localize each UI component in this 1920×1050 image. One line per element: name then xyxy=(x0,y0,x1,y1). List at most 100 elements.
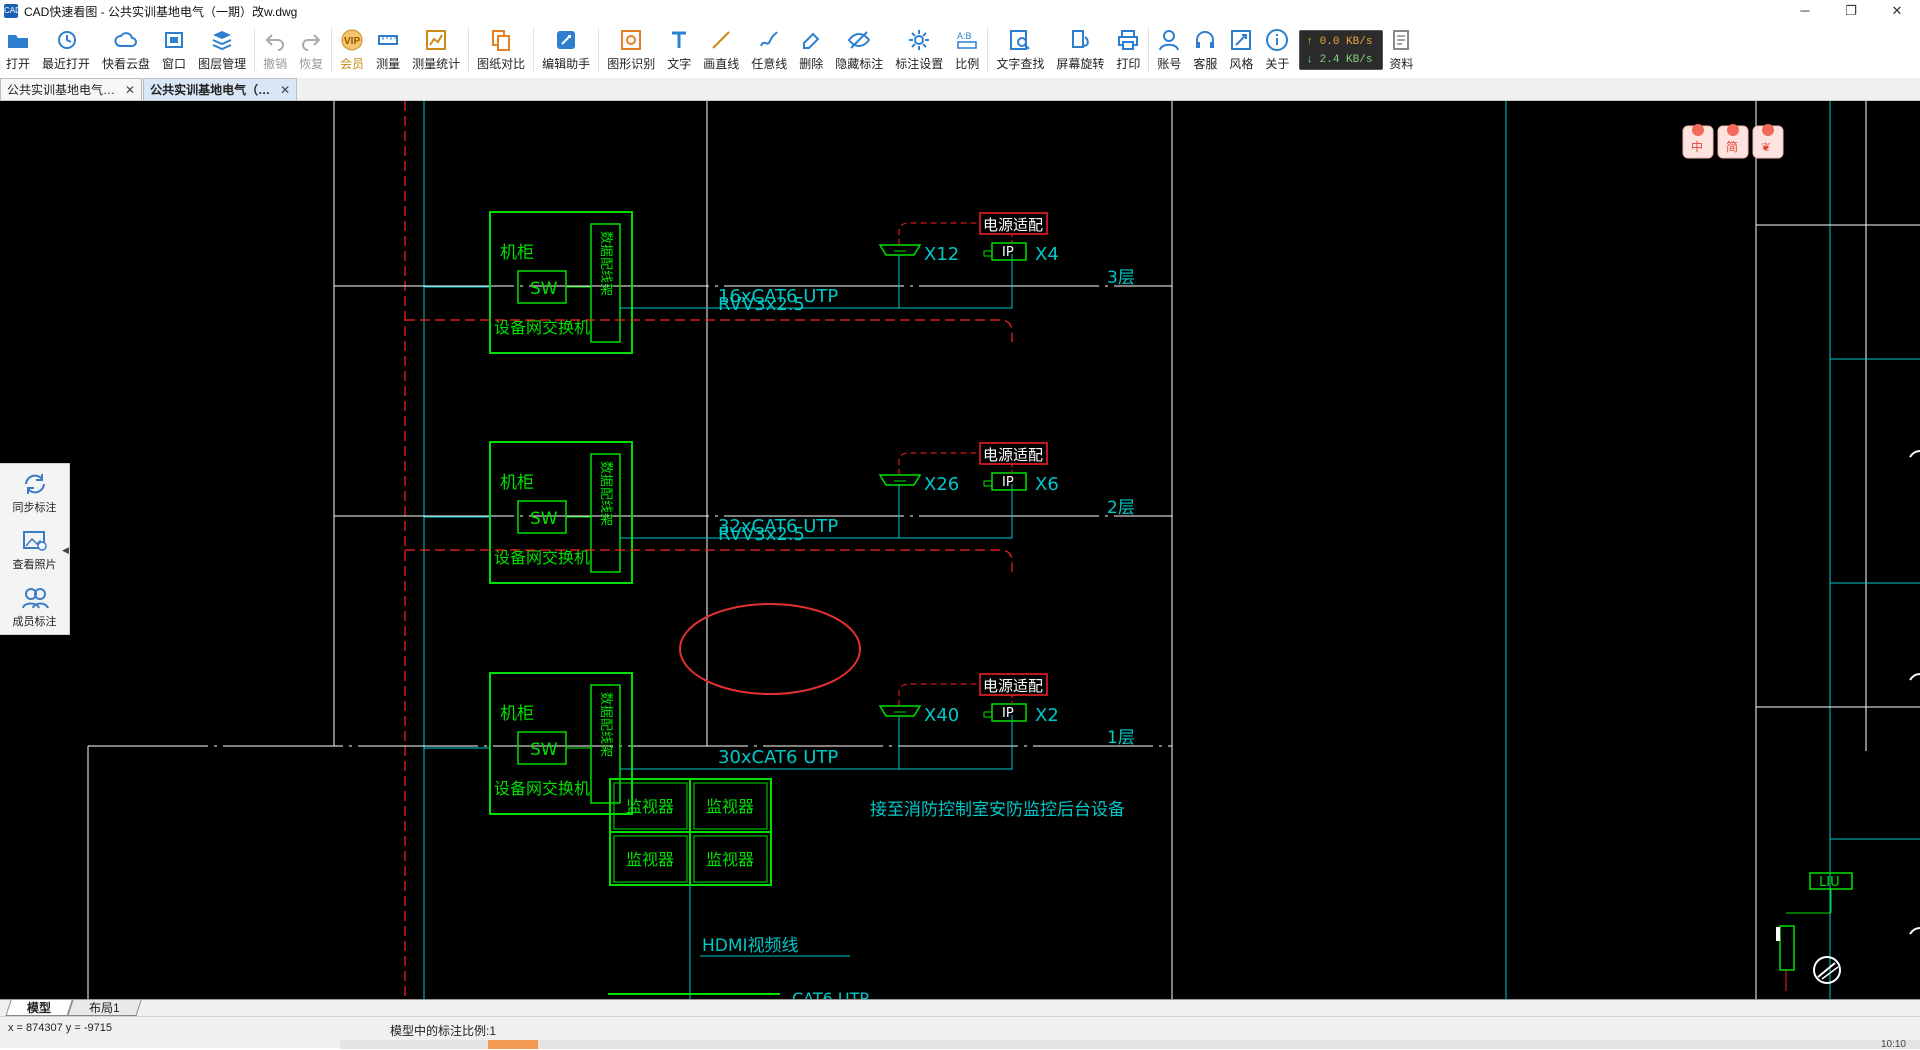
toolbar-separator xyxy=(598,28,600,72)
toolbar-button-scale[interactable]: A:B 比例 xyxy=(949,22,985,78)
toolbar-button-annotation-settings[interactable]: 标注设置 xyxy=(889,22,949,78)
photo-icon xyxy=(22,530,47,551)
toolbar-button-shape-recognition[interactable]: 图形识别 xyxy=(601,22,661,78)
toolbar-button-edit-assistant[interactable]: 编辑助手 xyxy=(536,22,596,78)
float-button-jian[interactable]: 简 xyxy=(1717,124,1749,159)
float-button-skin[interactable]: ❦ xyxy=(1752,124,1784,159)
minimize-button[interactable]: ─ xyxy=(1800,3,1810,18)
toolbar-separator xyxy=(331,28,333,72)
cabinet-title: 机柜 xyxy=(500,243,534,263)
power-cable-label: RVV3x2.5 xyxy=(718,294,805,315)
hide-annotation-icon xyxy=(848,31,871,49)
sync-annotation-button[interactable]: 同步标注 xyxy=(0,464,69,521)
window-title: CAD快速看图 - 公共实训基地电气（一期）改w.dwg xyxy=(24,4,298,19)
ap-label: X12 xyxy=(924,244,959,265)
document-tab-1[interactable]: 公共实训基地电气… ✕ xyxy=(0,78,143,100)
wireless-ap-icon xyxy=(878,474,922,486)
toolbar-button-hide-annotation[interactable]: 隐藏标注 xyxy=(829,22,889,78)
switch-label: SW xyxy=(530,740,558,760)
toolbar-button-window[interactable]: 窗口 xyxy=(156,22,192,78)
tab-close-icon[interactable]: ✕ xyxy=(125,82,136,97)
toolbar-button-label: 快看云盘 xyxy=(102,57,151,71)
floor-label: 2层 xyxy=(1107,498,1135,518)
clock-text: 10:10 xyxy=(1880,1039,1906,1050)
sync-icon xyxy=(24,473,45,494)
ip-tag: IP xyxy=(1002,706,1014,721)
toolbar-button-text-search[interactable]: 文字查找 xyxy=(990,22,1050,78)
member-annotation-button[interactable]: 成员标注 xyxy=(0,578,69,635)
toolbar-button-cloud[interactable]: 快看云盘 xyxy=(96,22,156,78)
svg-text:A:B: A:B xyxy=(957,31,972,41)
toolbar-button-ruler[interactable]: 测量 xyxy=(370,22,406,78)
maximize-button[interactable]: ❐ xyxy=(1845,3,1857,18)
horizontal-scrollbar[interactable] xyxy=(340,1040,1920,1049)
ip-count: X6 xyxy=(1035,474,1059,495)
toolbar-button-redo[interactable]: 恢复 xyxy=(293,22,329,78)
monitor-label: 监视器 xyxy=(626,797,674,816)
annotation-scale-text: 模型中的标注比例:1 xyxy=(390,1024,497,1038)
download-speed: ↓ 2.4 KB/s xyxy=(1306,54,1373,66)
printer-icon xyxy=(1118,30,1139,50)
view-photos-button[interactable]: 查看照片 xyxy=(0,521,69,578)
cabinet-title: 机柜 xyxy=(500,704,534,724)
toolbar-button-label: 删除 xyxy=(799,57,824,71)
collapse-arrow-icon[interactable]: ◀ xyxy=(62,545,69,555)
monitor-label: 监视器 xyxy=(706,850,754,869)
toolbar-button-docs[interactable]: 资料 xyxy=(1383,22,1419,78)
switch-caption: 设备网交换机 xyxy=(494,318,590,337)
toolbar-button-label: 恢复 xyxy=(299,57,324,71)
tab-layout1[interactable]: 布局1 xyxy=(67,1000,142,1016)
compare-icon xyxy=(492,30,511,51)
toolbar-button-label: 图纸对比 xyxy=(477,57,526,71)
toolbar-button-measure-stats[interactable]: 测量统计 xyxy=(406,22,466,78)
float-button-zhong[interactable]: 中 xyxy=(1682,124,1714,159)
user-icon xyxy=(1159,30,1180,51)
toolbar-button-printer[interactable]: 打印 xyxy=(1110,22,1146,78)
toolbar-button-label: 任意线 xyxy=(751,57,788,71)
ip-count: X2 xyxy=(1035,705,1059,726)
cursor-coordinates: x = 874307 y = -9715 xyxy=(8,1022,112,1034)
folder-icon xyxy=(8,35,28,48)
toolbar-button-freehand[interactable]: 任意线 xyxy=(745,22,793,78)
monitor-note: 接至消防控制室安防监控后台设备 xyxy=(870,800,1125,820)
toolbar-button-folder[interactable]: 打开 xyxy=(0,22,36,78)
tab-close-icon[interactable]: ✕ xyxy=(280,82,291,97)
toolbar-button-user[interactable]: 账号 xyxy=(1151,22,1187,78)
toolbar-button-layers[interactable]: 图层管理 xyxy=(192,22,252,78)
power-cable-label: RVV3x2.5 xyxy=(718,524,805,545)
toolbar-button-style[interactable]: 风格 xyxy=(1223,22,1259,78)
eraser-icon xyxy=(803,32,820,49)
power-box xyxy=(979,673,1048,696)
toolbar-button-label: 标注设置 xyxy=(895,57,944,71)
scrollbar-thumb[interactable] xyxy=(488,1040,538,1049)
toolbar-button-undo[interactable]: 撤销 xyxy=(257,22,293,78)
ruler-icon xyxy=(378,35,399,45)
toolbar-button-label: 编辑助手 xyxy=(542,57,591,71)
style-icon xyxy=(1231,30,1252,50)
cabinet-box xyxy=(489,441,633,584)
toolbar-button-history[interactable]: 最近打开 xyxy=(36,22,96,78)
toolbar-button-text[interactable]: 文字 xyxy=(661,22,697,78)
toolbar-button-rotate-screen[interactable]: 屏幕旋转 xyxy=(1050,22,1110,78)
patch-panel-box xyxy=(590,684,621,804)
power-box-label: 电源适配 xyxy=(983,446,1043,464)
close-window-button[interactable]: ✕ xyxy=(1891,3,1903,18)
toolbar-button-label: 账号 xyxy=(1157,57,1182,71)
toolbar-button-eraser[interactable]: 删除 xyxy=(793,22,829,78)
measure-stats-icon xyxy=(426,30,447,50)
document-tab-2[interactable]: 公共实训基地电气（… ✕ xyxy=(143,78,298,100)
tab-model[interactable]: 模型 xyxy=(5,1000,73,1016)
toolbar-button-label: 比例 xyxy=(955,57,980,71)
toolbar-button-compare[interactable]: 图纸对比 xyxy=(471,22,531,78)
toolbar-button-headset[interactable]: 客服 xyxy=(1187,22,1223,78)
toolbar-button-info[interactable]: 关于 xyxy=(1259,22,1295,78)
ap-label: X26 xyxy=(924,474,959,495)
svg-text:中: 中 xyxy=(1691,139,1703,154)
toolbar-button-line[interactable]: 画直线 xyxy=(697,22,745,78)
power-box-label: 电源适配 xyxy=(983,677,1043,695)
toolbar-button-label: 关于 xyxy=(1265,57,1290,71)
cloud-icon xyxy=(114,32,138,47)
